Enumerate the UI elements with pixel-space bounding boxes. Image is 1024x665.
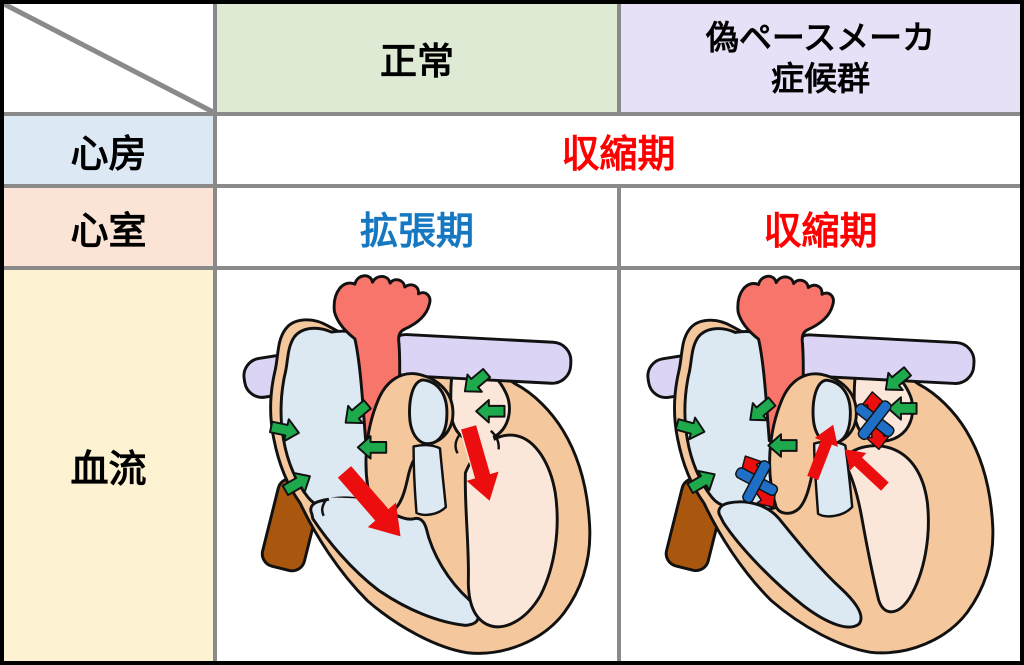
corner-cell [4, 4, 213, 112]
pulmonary-trunk-lumen [408, 378, 449, 446]
bloodflow-pps-cell [621, 270, 1020, 661]
left-ventricle-contracted [841, 444, 930, 614]
diagonal-line [4, 4, 213, 112]
ventricle-phase-pps-value: 収縮期 [763, 210, 878, 253]
ventricle-phase-normal-value: 拡張期 [359, 210, 474, 253]
right-ventricle-contracted [717, 500, 863, 629]
bloodflow-label: 血流 [70, 449, 147, 491]
ventricle-label: 心室 [70, 210, 147, 253]
ventricle-phase-pps-cell: 収縮期 [621, 188, 1020, 266]
row-label-ventricle: 心室 [4, 188, 213, 266]
heart-diagram-normal [242, 274, 592, 655]
col-header-pps-line1: 偽ペースメーカ [705, 18, 936, 56]
atrium-phase-merged-cell: 収縮期 [217, 116, 1020, 184]
row-label-bloodflow: 血流 [4, 270, 213, 661]
aorta [332, 274, 432, 443]
bloodflow-normal-cell [217, 270, 617, 661]
row-label-atrium: 心房 [4, 116, 213, 184]
atrium-label: 心房 [70, 133, 147, 176]
aorta [736, 274, 835, 443]
right-ventricle [309, 496, 480, 627]
col-header-normal: 正常 [217, 4, 617, 112]
ventricle-phase-normal-cell: 拡張期 [217, 188, 617, 266]
rv-outflow-tract [412, 443, 448, 517]
col-header-pps-line2: 症候群 [770, 60, 870, 97]
col-header-normal-label: 正常 [380, 41, 454, 82]
col-header-pseudo-pacemaker-syndrome: 偽ペースメーカ 症候群 [621, 4, 1020, 112]
atrium-phase-value: 収縮期 [561, 133, 676, 176]
heart-diagram-pps [646, 274, 995, 655]
